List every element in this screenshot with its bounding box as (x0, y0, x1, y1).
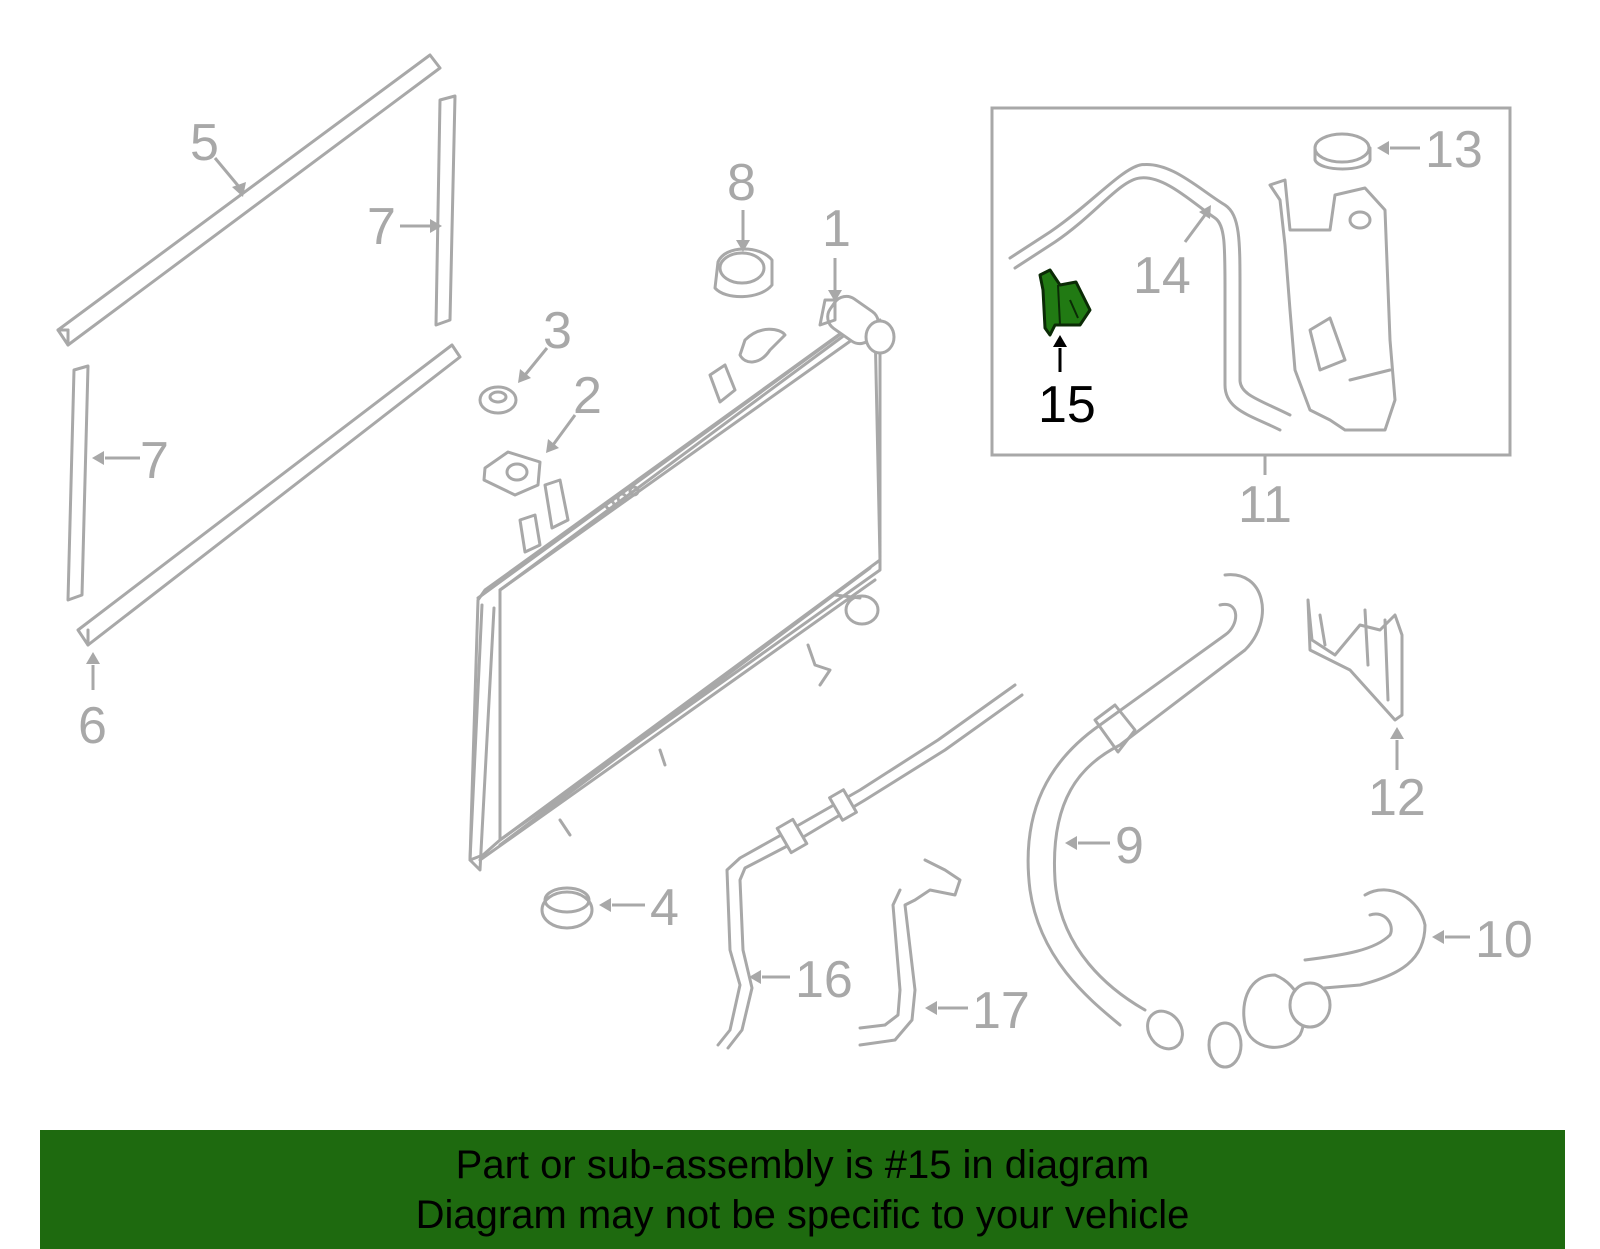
part-7-seal-right (434, 94, 457, 327)
banner-line-part: Part or sub-assembly is #15 in diagram (455, 1142, 1150, 1187)
part-10-hose (1207, 888, 1427, 1069)
part-4-grommet (540, 886, 594, 930)
radiator (468, 294, 896, 872)
callout-17: 17 (972, 982, 1030, 1040)
part-5-seal (56, 53, 442, 347)
leader-lines (86, 141, 1470, 1015)
part-12-bracket (1306, 598, 1404, 722)
part-2-bracket (482, 450, 542, 497)
callout-6: 6 (78, 697, 107, 755)
callout-11: 11 (1238, 476, 1292, 534)
callout-3: 3 (543, 302, 572, 360)
callout-15-highlighted: 15 (1038, 376, 1096, 434)
callout-7-left: 7 (140, 432, 169, 490)
callout-10: 10 (1475, 911, 1533, 969)
part-15-bracket-highlighted (1038, 268, 1092, 337)
callout-7-top: 7 (367, 198, 396, 256)
part-6-seal (76, 343, 462, 647)
part-17-pipe (858, 858, 962, 1047)
callout-2: 2 (573, 367, 602, 425)
callout-12: 12 (1368, 769, 1426, 827)
callout-4: 4 (650, 879, 679, 937)
callout-8: 8 (727, 154, 756, 212)
callout-13: 13 (1425, 121, 1483, 179)
callout-numbers: 5 7 7 6 8 1 3 2 4 9 10 12 11 13 14 15 16… (78, 114, 1533, 1040)
callout-9: 9 (1115, 817, 1144, 875)
part-3-grommet (478, 385, 518, 415)
part-16-pipe (716, 683, 1024, 1050)
part-7-seal-left (66, 364, 90, 602)
info-banner: Part or sub-assembly is #15 in diagram D… (40, 1130, 1565, 1249)
part-8-cap (713, 247, 774, 299)
callout-16: 16 (795, 951, 853, 1009)
callout-5: 5 (190, 114, 219, 172)
banner-line-disclaimer: Diagram may not be specific to your vehi… (415, 1192, 1190, 1237)
callout-14: 14 (1133, 247, 1191, 305)
reservoir-assembly-box (990, 106, 1512, 457)
part-9-hose (1026, 573, 1264, 1051)
callout-1: 1 (822, 200, 851, 258)
